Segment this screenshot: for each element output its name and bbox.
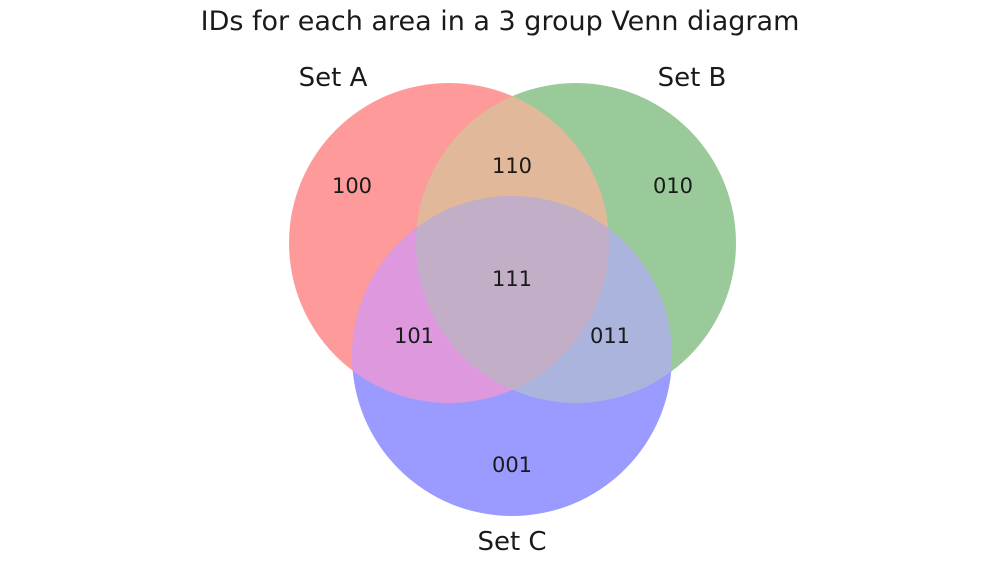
set-a-label: Set A xyxy=(299,63,368,93)
region-110-label: 110 xyxy=(492,154,532,178)
diagram-title: IDs for each area in a 3 group Venn diag… xyxy=(200,6,800,37)
region-100-label: 100 xyxy=(332,174,372,198)
region-101-label: 101 xyxy=(394,324,434,348)
region-111-label: 111 xyxy=(492,267,532,291)
region-001-label: 001 xyxy=(492,453,532,477)
set-c-label: Set C xyxy=(477,527,546,557)
region-011-label: 011 xyxy=(590,324,630,348)
overlap-a-b-c xyxy=(416,196,609,403)
region-010-label: 010 xyxy=(653,174,693,198)
set-b-label: Set B xyxy=(658,63,727,93)
